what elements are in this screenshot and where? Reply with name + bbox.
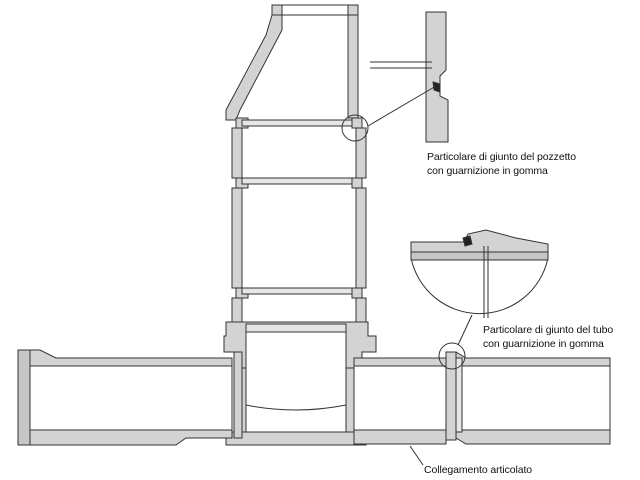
manhole-ring-1 <box>231 117 367 179</box>
pipe-joint-label: Particolare di giunto del tubo con guarn… <box>483 323 613 351</box>
pipe-joint-label-line2: con guarnizione in gomma <box>483 338 604 350</box>
pipe-joint-callout-circle <box>438 342 466 370</box>
pipe-joint-detail <box>410 229 549 318</box>
pipe-joint-label-line1: Particolare di giunto del tubo <box>483 324 614 336</box>
pipe-joint-leader <box>457 314 473 346</box>
manhole-ring-2 <box>231 177 367 289</box>
right-pipe <box>353 351 611 445</box>
manhole-cone <box>225 4 359 121</box>
manhole-joint-label-line1: Particolare di giunto del pozzetto <box>427 151 576 163</box>
articulated-connection-text: Collegamento articolato <box>424 464 533 476</box>
manhole-ring-3 <box>231 287 367 323</box>
manhole-joint-label: Particolare di giunto del pozzetto con g… <box>427 150 576 178</box>
manhole-base <box>223 321 377 446</box>
manhole-joint-callout-circle <box>341 114 369 142</box>
articulated-connection-label: Collegamento articolato <box>424 463 532 477</box>
manhole-joint-leader <box>367 85 437 127</box>
manhole-joint-label-line2: con guarnizione in gomma <box>427 165 548 177</box>
articulated-joint-leader <box>409 445 424 466</box>
manhole-joint-detail <box>425 11 449 143</box>
left-pipe <box>17 349 243 446</box>
